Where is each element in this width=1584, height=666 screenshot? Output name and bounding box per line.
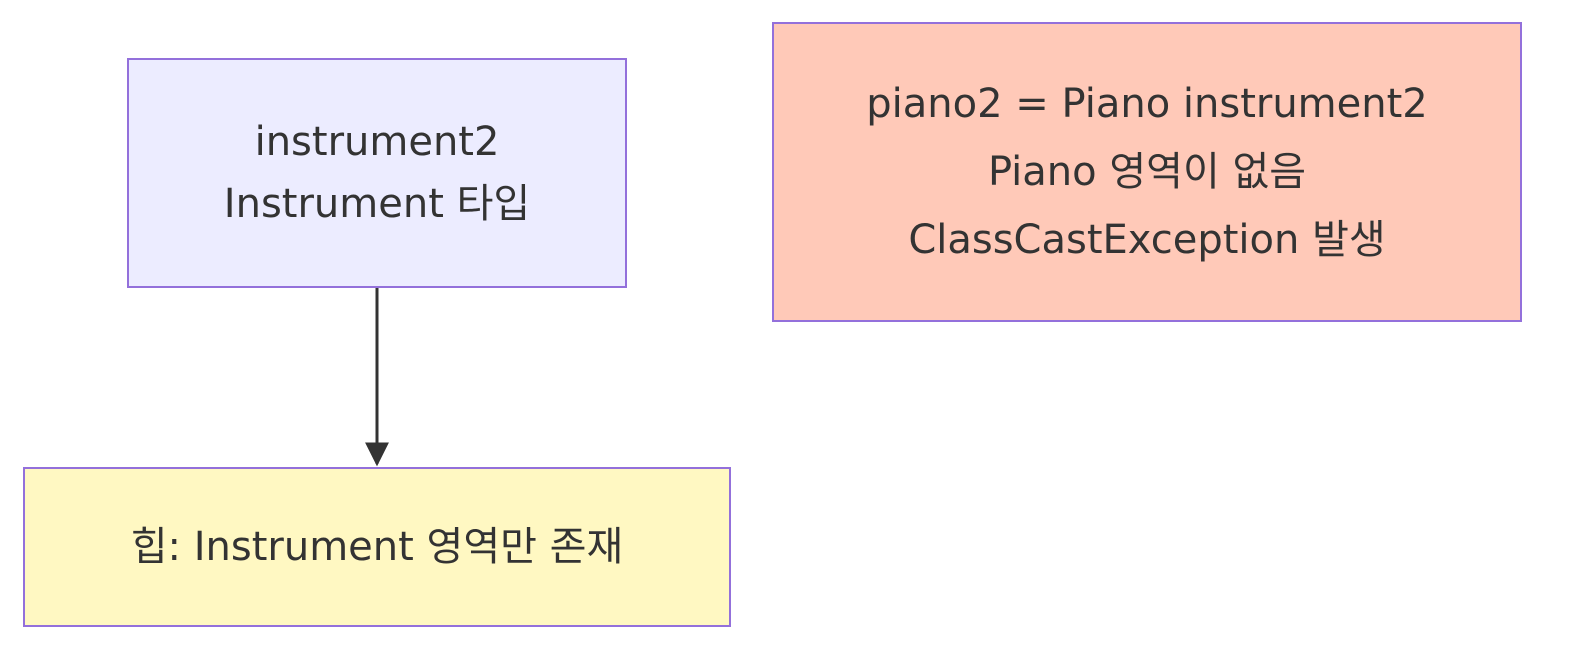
exception-node-reason: Piano 영역이 없음 [987, 149, 1307, 195]
exception-node: piano2 = Piano instrument2 Piano 영역이 없음 … [772, 22, 1522, 322]
exception-node-cast: piano2 = Piano instrument2 [866, 81, 1428, 127]
variable-node-type: Instrument 타입 [223, 181, 531, 227]
variable-node-name: instrument2 [254, 119, 500, 165]
heap-node: 힙: Instrument 영역만 존재 [23, 467, 731, 627]
exception-node-result: ClassCastException 발생 [908, 217, 1386, 263]
heap-node-label: 힙: Instrument 영역만 존재 [130, 524, 624, 570]
variable-node: instrument2 Instrument 타입 [127, 58, 627, 288]
